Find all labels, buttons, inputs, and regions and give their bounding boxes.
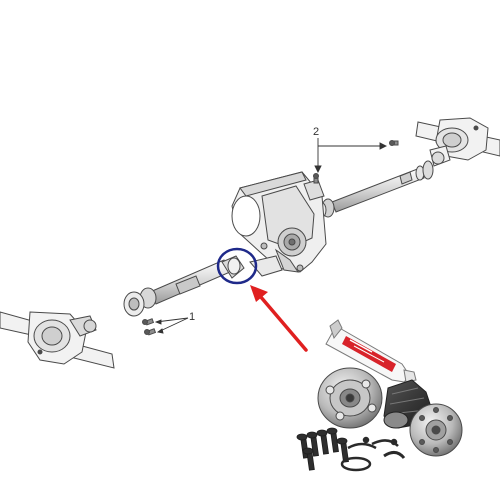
callout-1-label: 1: [189, 311, 195, 323]
front-flange-bolts: [142, 318, 157, 336]
callout-2-label: 2: [313, 126, 319, 138]
clamps-and-clips: [340, 436, 406, 472]
front-propeller-shaft: [123, 255, 245, 317]
transfer-case: [231, 171, 327, 277]
front-axle: [0, 311, 115, 369]
grease-tube: [325, 319, 417, 383]
rear-flange-bolts: [313, 140, 399, 184]
pointer-arrow: [250, 285, 308, 352]
highlight-circle: [216, 247, 258, 285]
cv-flange: [409, 403, 463, 457]
bolt-set: [296, 427, 349, 471]
rear-axle: [415, 117, 500, 167]
cv-joint: [317, 367, 383, 429]
callout-2-leader: [314, 138, 388, 174]
rear-propeller-shaft: [317, 160, 434, 218]
callout-1-leader: [154, 317, 189, 334]
